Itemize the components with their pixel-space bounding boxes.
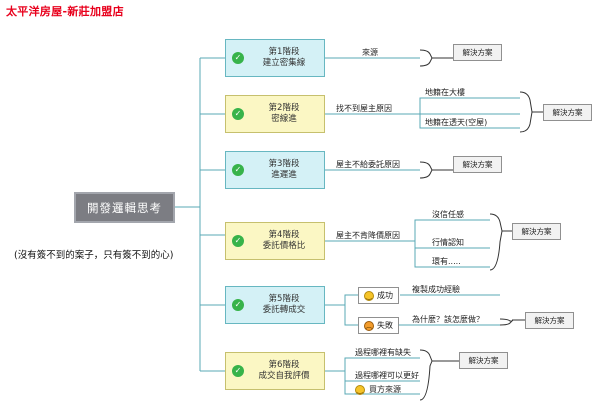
solution-box-stage-6[interactable]: 解決方案 [459, 352, 508, 369]
stage-6-branch-1[interactable]: 過程哪裡有缺失 [355, 348, 411, 357]
central-topic[interactable]: 開發邏輯思考 [74, 192, 175, 223]
central-topic-label: 開發邏輯思考 [87, 200, 162, 215]
outcome-success-label: 成功 [377, 291, 393, 300]
stage-2-branch-2[interactable]: 地籍在大樓 [425, 88, 465, 97]
stage-1-node[interactable]: ✓ 第1階段建立密集線 [225, 39, 325, 77]
stage-6-branch-3-label: 買方來源 [369, 385, 401, 394]
stage-4-branch-3[interactable]: 行情認知 [432, 238, 464, 247]
stage-1-title: 建立密集線 [262, 58, 306, 68]
stage-1-number: 第1階段 [268, 47, 300, 57]
check-icon: ✓ [232, 365, 244, 377]
header-title: 太平洋房屋-新莊加盟店 [6, 5, 124, 18]
stage-2-branch-1[interactable]: 找不到屋主原因 [336, 104, 392, 113]
stage-5-title: 委託轉成交 [262, 305, 306, 315]
stage-1-branch-1[interactable]: 來源 [362, 48, 378, 57]
check-icon: ✓ [232, 235, 244, 247]
smile-face-icon: ‿ [364, 290, 374, 301]
stage-6-node[interactable]: ✓ 第6階段成交自我評價 [225, 352, 325, 390]
stage-5-outcome-success[interactable]: ‿ 成功 [358, 287, 399, 304]
outcome-fail-label: 失敗 [377, 321, 393, 330]
stage-3-title: 進遲進 [271, 170, 297, 180]
stage-6-number: 第6階段 [268, 360, 300, 370]
stage-5-branch-1[interactable]: 複製成功經驗 [412, 285, 460, 294]
stage-6-branch-2[interactable]: 過程哪裡可以更好 [355, 371, 419, 380]
stage-5-branch-2[interactable]: 為什麼？該怎麼做？ [412, 315, 484, 324]
stage-3-branch-1[interactable]: 屋主不給委託原因 [336, 160, 400, 169]
stage-2-title: 密線進 [271, 114, 297, 124]
check-icon: ✓ [232, 52, 244, 64]
stage-6-branch-3[interactable]: ‿ 買方來源 [355, 384, 401, 395]
stage-3-node[interactable]: ✓ 第3階段進遲進 [225, 151, 325, 189]
solution-box-stage-2[interactable]: 解決方案 [543, 104, 592, 121]
stage-4-number: 第4階段 [268, 230, 300, 240]
stage-5-outcome-fail[interactable]: ︵ 失敗 [358, 317, 399, 334]
stage-6-title: 成交自我評價 [258, 371, 310, 381]
check-icon: ✓ [232, 108, 244, 120]
solution-box-stage-3[interactable]: 解決方案 [453, 156, 502, 173]
stage-5-number: 第5階段 [268, 294, 300, 304]
stage-3-number: 第3階段 [268, 159, 300, 169]
stage-2-node[interactable]: ✓ 第2階段密線進 [225, 95, 325, 133]
stage-4-branch-4[interactable]: 環有..... [432, 257, 461, 266]
sad-face-icon: ︵ [364, 320, 374, 331]
solution-box-stage-1[interactable]: 解決方案 [453, 44, 502, 61]
stage-2-number: 第2階段 [268, 103, 300, 113]
stage-2-branch-3[interactable]: 地籍在透天(空屋) [425, 118, 488, 127]
stage-4-node[interactable]: ✓ 第4階段委託價格比 [225, 222, 325, 260]
check-icon: ✓ [232, 299, 244, 311]
solution-box-stage-5[interactable]: 解決方案 [525, 312, 574, 329]
solution-box-stage-4[interactable]: 解決方案 [512, 223, 561, 240]
stage-4-title: 委託價格比 [262, 241, 306, 251]
stage-4-branch-2[interactable]: 沒信任感 [432, 210, 464, 219]
check-icon: ✓ [232, 164, 244, 176]
smile-face-icon: ‿ [355, 384, 365, 395]
stage-4-branch-1[interactable]: 屋主不肯降價原因 [336, 231, 400, 240]
stage-5-node[interactable]: ✓ 第5階段委託轉成交 [225, 286, 325, 324]
central-subtitle: (沒有簽不到的案子，只有簽不到的心) [14, 250, 174, 261]
